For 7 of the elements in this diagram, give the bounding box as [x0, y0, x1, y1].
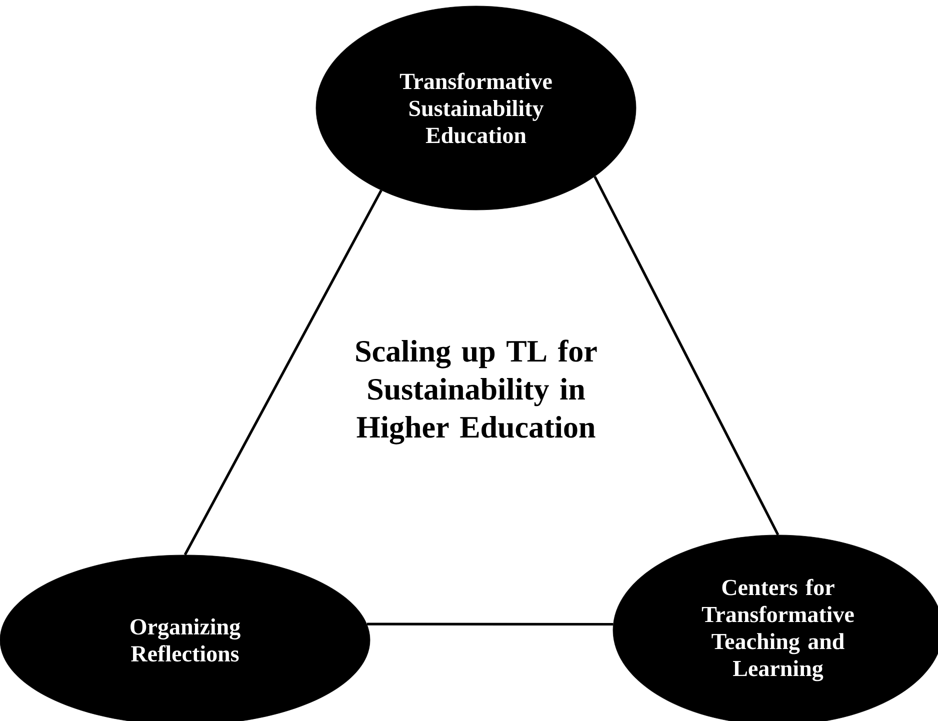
center-title: Scaling up TL for Sustainability in Higher Education	[356, 340, 597, 444]
connector-line	[184, 190, 382, 556]
ellipse-node: Organizing Reflections	[0, 554, 370, 721]
connector-line	[366, 622, 614, 626]
ellipse-node: Transformative Sustainability Education	[316, 6, 636, 210]
connector-line	[594, 176, 780, 536]
ellipse-node: Centers for Transformative Teaching and Learning	[612, 534, 938, 721]
